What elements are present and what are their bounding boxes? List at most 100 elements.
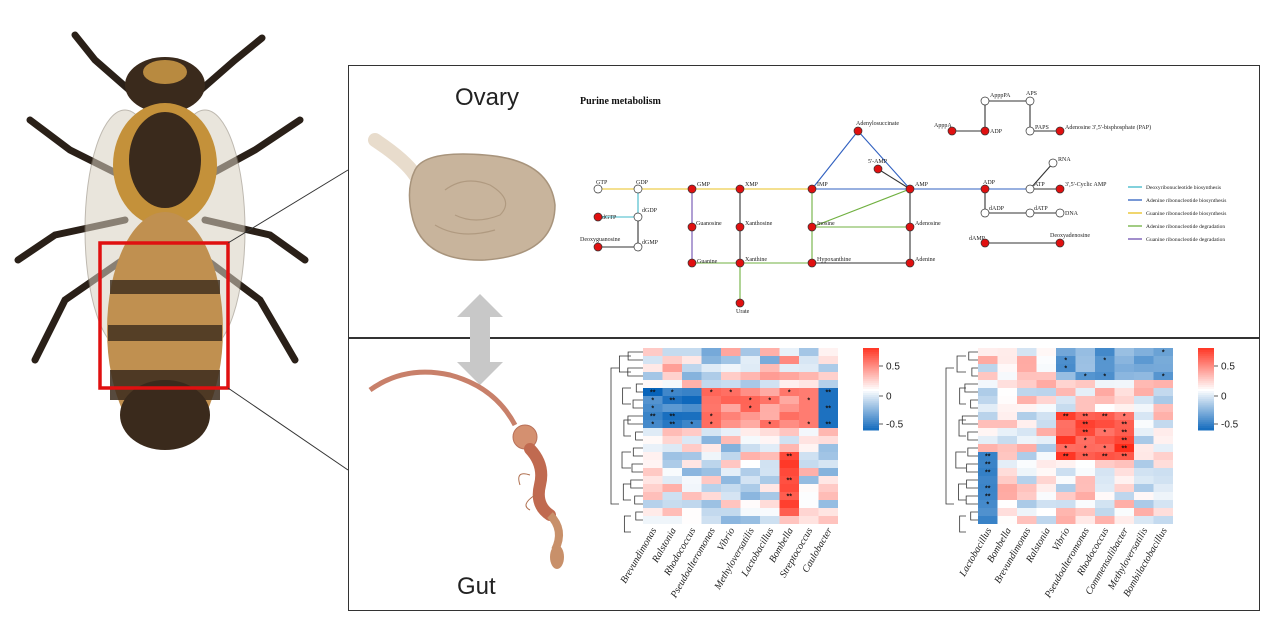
pathway-node-label: Guanosine	[696, 221, 722, 227]
heat-cell	[799, 372, 819, 380]
heat-cell	[1036, 500, 1056, 508]
highlight-box	[98, 241, 230, 390]
colorbar-step	[863, 407, 879, 410]
heat-cell	[1114, 500, 1134, 508]
heat-cell	[721, 356, 741, 364]
significance-star: *	[1103, 446, 1106, 453]
heat-cell	[1075, 508, 1095, 516]
heat-cell	[1056, 508, 1076, 516]
heat-cell	[1095, 516, 1115, 524]
heat-cell	[1134, 404, 1154, 412]
heat-cell	[818, 516, 838, 524]
significance-star: **	[787, 454, 793, 461]
pathway-node	[980, 96, 990, 106]
significance-star: *	[768, 422, 771, 429]
heat-cell	[1153, 444, 1173, 452]
heat-cell	[1114, 492, 1134, 500]
colorbar-step	[863, 352, 879, 355]
colorbar-step	[1198, 415, 1214, 419]
colorbar-step	[1198, 386, 1214, 390]
heat-cell	[779, 452, 799, 460]
heat-cell	[997, 420, 1017, 428]
heat-cell	[662, 412, 682, 420]
heat-cell	[643, 380, 663, 388]
heat-cell	[701, 516, 721, 524]
heat-cell	[799, 348, 819, 356]
heat-cell	[997, 492, 1017, 500]
heat-cell	[682, 364, 702, 372]
heat-cell	[1075, 388, 1095, 396]
heat-cell	[799, 468, 819, 476]
heat-cell	[721, 380, 741, 388]
significance-star: *	[1064, 366, 1067, 373]
colorbar-step	[1198, 366, 1214, 369]
heat-cell	[1056, 516, 1076, 524]
colorbar-step	[1198, 380, 1214, 384]
heat-cell	[701, 476, 721, 484]
heat-cell	[643, 348, 663, 356]
significance-star: **	[670, 422, 676, 429]
colorbar-step	[1198, 393, 1214, 396]
heat-cell	[1114, 452, 1134, 460]
pathway-node-label: 5'-AMP	[868, 159, 888, 165]
heat-cell	[779, 388, 799, 396]
significance-star: **	[985, 486, 991, 493]
pathway-node-label: Adenylosuccinate	[856, 121, 899, 127]
heat-cell	[1036, 420, 1056, 428]
heat-cell	[978, 500, 998, 508]
heat-cell	[818, 356, 838, 364]
heat-cell	[662, 452, 682, 460]
pathway-node-label: dADP	[989, 206, 1005, 212]
pathway-edge	[857, 130, 911, 190]
pathway-node	[905, 222, 915, 232]
colorbar-step	[863, 391, 879, 394]
heat-cell	[1095, 468, 1115, 476]
colorbar-step	[863, 362, 879, 365]
significance-star: *	[1064, 358, 1067, 365]
colorbar-step	[863, 382, 879, 386]
heat-cell	[740, 404, 760, 412]
heat-cell	[701, 460, 721, 468]
heat-cell	[1075, 404, 1095, 412]
pathway-node	[853, 126, 863, 136]
heat-cell	[721, 460, 741, 468]
bidirectional-arrow-icon	[457, 294, 503, 385]
heat-cell	[643, 460, 663, 468]
row-dendrogram	[945, 351, 978, 533]
ovary-illustration	[368, 133, 556, 261]
heat-cell	[779, 428, 799, 436]
significance-star: **	[1083, 422, 1089, 429]
heat-cell	[1134, 348, 1154, 356]
heat-cell	[978, 468, 998, 476]
heat-cell	[760, 492, 780, 500]
heat-cell	[1095, 460, 1115, 468]
heat-cell	[682, 348, 702, 356]
colorbar-step	[863, 405, 879, 408]
heat-cell	[818, 452, 838, 460]
heat-cell	[779, 484, 799, 492]
colorbar-step	[863, 376, 879, 380]
pathway-node-label: dGTP	[602, 215, 617, 221]
colorbar-step	[863, 427, 879, 431]
heat-cell	[721, 516, 741, 524]
pathway-node	[687, 222, 697, 232]
significance-star: *	[1103, 430, 1106, 437]
heat-cell	[1075, 364, 1095, 372]
significance-star: **	[1122, 454, 1128, 461]
pathway-node-label: Urate	[736, 309, 750, 315]
significance-star: **	[1122, 446, 1128, 453]
pathway-edge	[811, 130, 859, 190]
heat-cell	[818, 412, 838, 420]
heat-cell	[740, 396, 760, 404]
colorbar-tick: 0.5	[1221, 362, 1235, 373]
heat-cell	[779, 348, 799, 356]
heat-cell	[740, 380, 760, 388]
heat-cell	[818, 484, 838, 492]
heat-cell	[701, 436, 721, 444]
heat-cell	[1056, 484, 1076, 492]
heat-cell	[1056, 356, 1076, 364]
significance-star: *	[1084, 438, 1087, 445]
heat-cell	[799, 412, 819, 420]
colorbar-step	[863, 423, 879, 427]
